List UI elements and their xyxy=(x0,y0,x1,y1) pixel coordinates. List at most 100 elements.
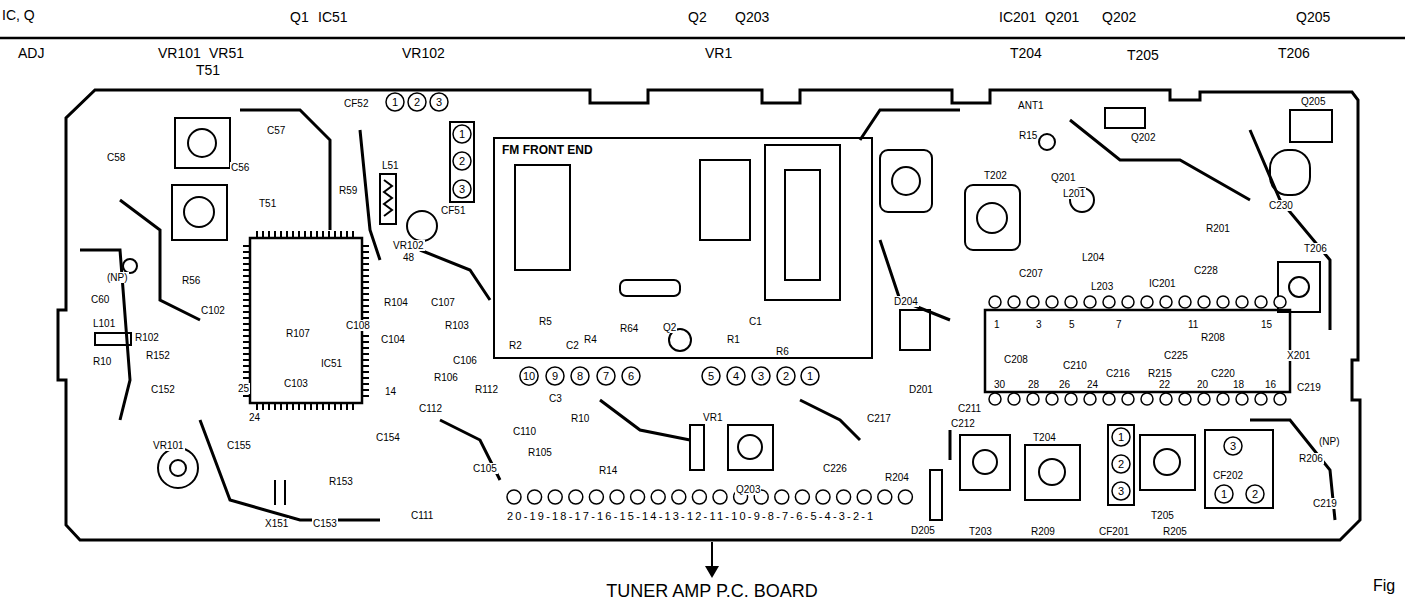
solder-pad xyxy=(1217,393,1229,405)
pin-number: 3 xyxy=(459,183,465,195)
part-label: D201 xyxy=(908,384,934,395)
part-label: R201 xyxy=(1205,223,1231,234)
reference-label: Q203 xyxy=(735,10,769,25)
pin-circle xyxy=(571,367,589,385)
pin-number: 2 xyxy=(459,155,465,167)
part-label: ANT1 xyxy=(1017,100,1045,111)
part-label: C230 xyxy=(1268,200,1294,211)
header-rule xyxy=(0,37,1405,40)
reference-label: IC51 xyxy=(318,10,348,25)
reference-label: Q1 xyxy=(290,10,309,25)
pin-circle xyxy=(520,367,538,385)
part-label: 25 xyxy=(237,383,250,394)
part-label: (NP) xyxy=(1318,436,1341,447)
copper-traces xyxy=(80,110,1335,520)
part-label: C153 xyxy=(312,518,338,529)
part-label: 24 xyxy=(248,412,261,423)
part-label: VR1 xyxy=(702,412,723,423)
part-label: C110 xyxy=(512,426,537,437)
solder-pad xyxy=(1046,393,1058,405)
part-label: L51 xyxy=(381,160,400,171)
components xyxy=(95,108,1332,568)
solder-pad xyxy=(1198,393,1210,405)
solder-pad xyxy=(775,490,789,504)
solder-pad xyxy=(528,490,542,504)
part-label: C1 xyxy=(748,316,763,327)
part-label: C225 xyxy=(1163,350,1189,361)
part-label: C219 xyxy=(1296,382,1322,393)
solder-pad xyxy=(1255,393,1267,405)
solder-pad xyxy=(1236,296,1248,308)
part-label: C212 xyxy=(950,418,976,429)
pin-circle xyxy=(1224,437,1242,455)
part-label: 26 xyxy=(1058,379,1071,390)
reference-label: Q2 xyxy=(688,10,707,25)
pin-circle xyxy=(727,367,745,385)
part-label: 15 xyxy=(1260,319,1273,330)
pin-circle xyxy=(1246,485,1264,503)
pin-circle xyxy=(386,93,404,111)
part-label: R112 xyxy=(474,384,499,395)
pin-number: 1 xyxy=(459,128,465,140)
pin-number: 1 xyxy=(1221,488,1227,500)
part-label: R104 xyxy=(383,297,409,308)
pin-number: 4 xyxy=(733,370,739,382)
part-label: C208 xyxy=(1003,354,1029,365)
part-label: VR101 xyxy=(152,440,185,451)
solder-pad xyxy=(795,490,809,504)
part-label: 28 xyxy=(1027,379,1040,390)
solder-pad xyxy=(569,490,583,504)
pin-number: 6 xyxy=(628,370,634,382)
solder-pad xyxy=(507,490,521,504)
part-label: R1 xyxy=(726,334,741,345)
part-label: R153 xyxy=(328,476,354,487)
part-label: C219 xyxy=(1312,498,1338,509)
part-label: C60 xyxy=(90,294,110,305)
part-label: 30 xyxy=(993,379,1006,390)
solder-pad xyxy=(1179,393,1191,405)
solder-pad xyxy=(1046,296,1058,308)
part-label: 3 xyxy=(1035,319,1043,330)
reference-label: VR101 xyxy=(158,46,201,61)
part-label: C228 xyxy=(1193,265,1219,276)
solder-pad xyxy=(1255,296,1267,308)
part-label: Q201 xyxy=(1050,172,1076,183)
part-label: C226 xyxy=(822,463,848,474)
solder-pad xyxy=(1027,393,1039,405)
part-label: R6 xyxy=(775,346,790,357)
reference-label: T204 xyxy=(1010,46,1042,61)
part-label: R208 xyxy=(1200,332,1226,343)
part-label: R103 xyxy=(444,320,470,331)
part-label: 22 xyxy=(1158,379,1171,390)
part-label: 48 xyxy=(402,252,415,263)
reference-label: ADJ xyxy=(18,46,44,61)
pin-circle xyxy=(453,180,471,198)
reference-label: Q202 xyxy=(1102,10,1136,25)
part-label: 16 xyxy=(1264,379,1277,390)
pad-rows xyxy=(507,296,1286,504)
part-label: L101 xyxy=(92,318,116,329)
part-label: C102 xyxy=(200,305,226,316)
part-label: 11 xyxy=(1187,319,1199,330)
solder-pad xyxy=(857,490,871,504)
pin-circle xyxy=(752,367,770,385)
part-label: 7 xyxy=(1115,319,1123,330)
part-label: C210 xyxy=(1062,360,1088,371)
solder-pad xyxy=(610,490,624,504)
solder-pad xyxy=(1179,296,1191,308)
part-label: C57 xyxy=(266,125,286,136)
part-label: T203 xyxy=(968,526,993,537)
solder-pad xyxy=(1065,296,1077,308)
pin-circle xyxy=(1112,455,1130,473)
part-label: R10 xyxy=(570,413,590,424)
solder-pad xyxy=(1084,393,1096,405)
part-label: C211 xyxy=(957,403,982,414)
reference-label: Q205 xyxy=(1296,10,1330,25)
pin-circle xyxy=(408,93,426,111)
solder-pad xyxy=(837,490,851,504)
part-label: 18 xyxy=(1232,379,1245,390)
solder-pad xyxy=(1274,296,1286,308)
pin-number: 2 xyxy=(1118,458,1124,470)
board-caption: TUNER AMP P.C. BOARD xyxy=(606,582,817,602)
pin-circle xyxy=(453,152,471,170)
